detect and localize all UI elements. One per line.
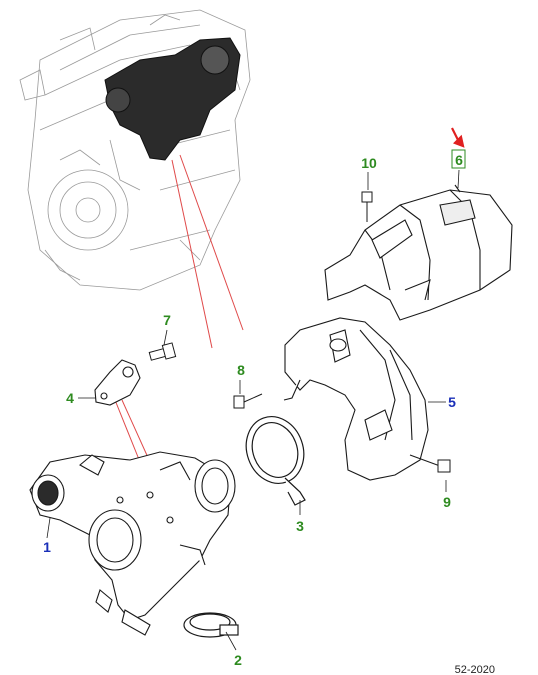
callout-6-highlight-box — [451, 149, 466, 169]
leader-lines-black — [46, 169, 460, 651]
callout-3: 3 — [296, 518, 304, 534]
callout-4: 4 — [66, 390, 74, 406]
v-band-clamp-lower — [183, 612, 239, 638]
bolt-7 — [148, 342, 177, 361]
callout-5: 5 — [448, 394, 456, 410]
callout-10: 10 — [361, 155, 377, 171]
highlight-arrow — [451, 127, 465, 148]
callout-2: 2 — [234, 652, 242, 668]
figure-code: 52-2020 — [455, 664, 495, 675]
turbocharger — [29, 451, 236, 636]
callout-1: 1 — [43, 539, 51, 555]
bolt-9 — [409, 454, 451, 473]
heat-shield-lower — [283, 317, 429, 481]
engine-block — [19, 9, 251, 291]
callout-8: 8 — [237, 362, 245, 378]
heat-shield-upper — [324, 184, 513, 321]
bolt-8 — [233, 393, 263, 409]
callout-9: 9 — [443, 494, 451, 510]
leader-lines-red — [114, 154, 244, 463]
bolt-10 — [361, 191, 373, 222]
engine-turbo-highlight — [104, 37, 241, 161]
v-band-clamp-upper — [245, 416, 306, 506]
callout-7: 7 — [163, 312, 171, 328]
bracket — [94, 359, 141, 406]
callout-6: 6 — [455, 152, 463, 168]
